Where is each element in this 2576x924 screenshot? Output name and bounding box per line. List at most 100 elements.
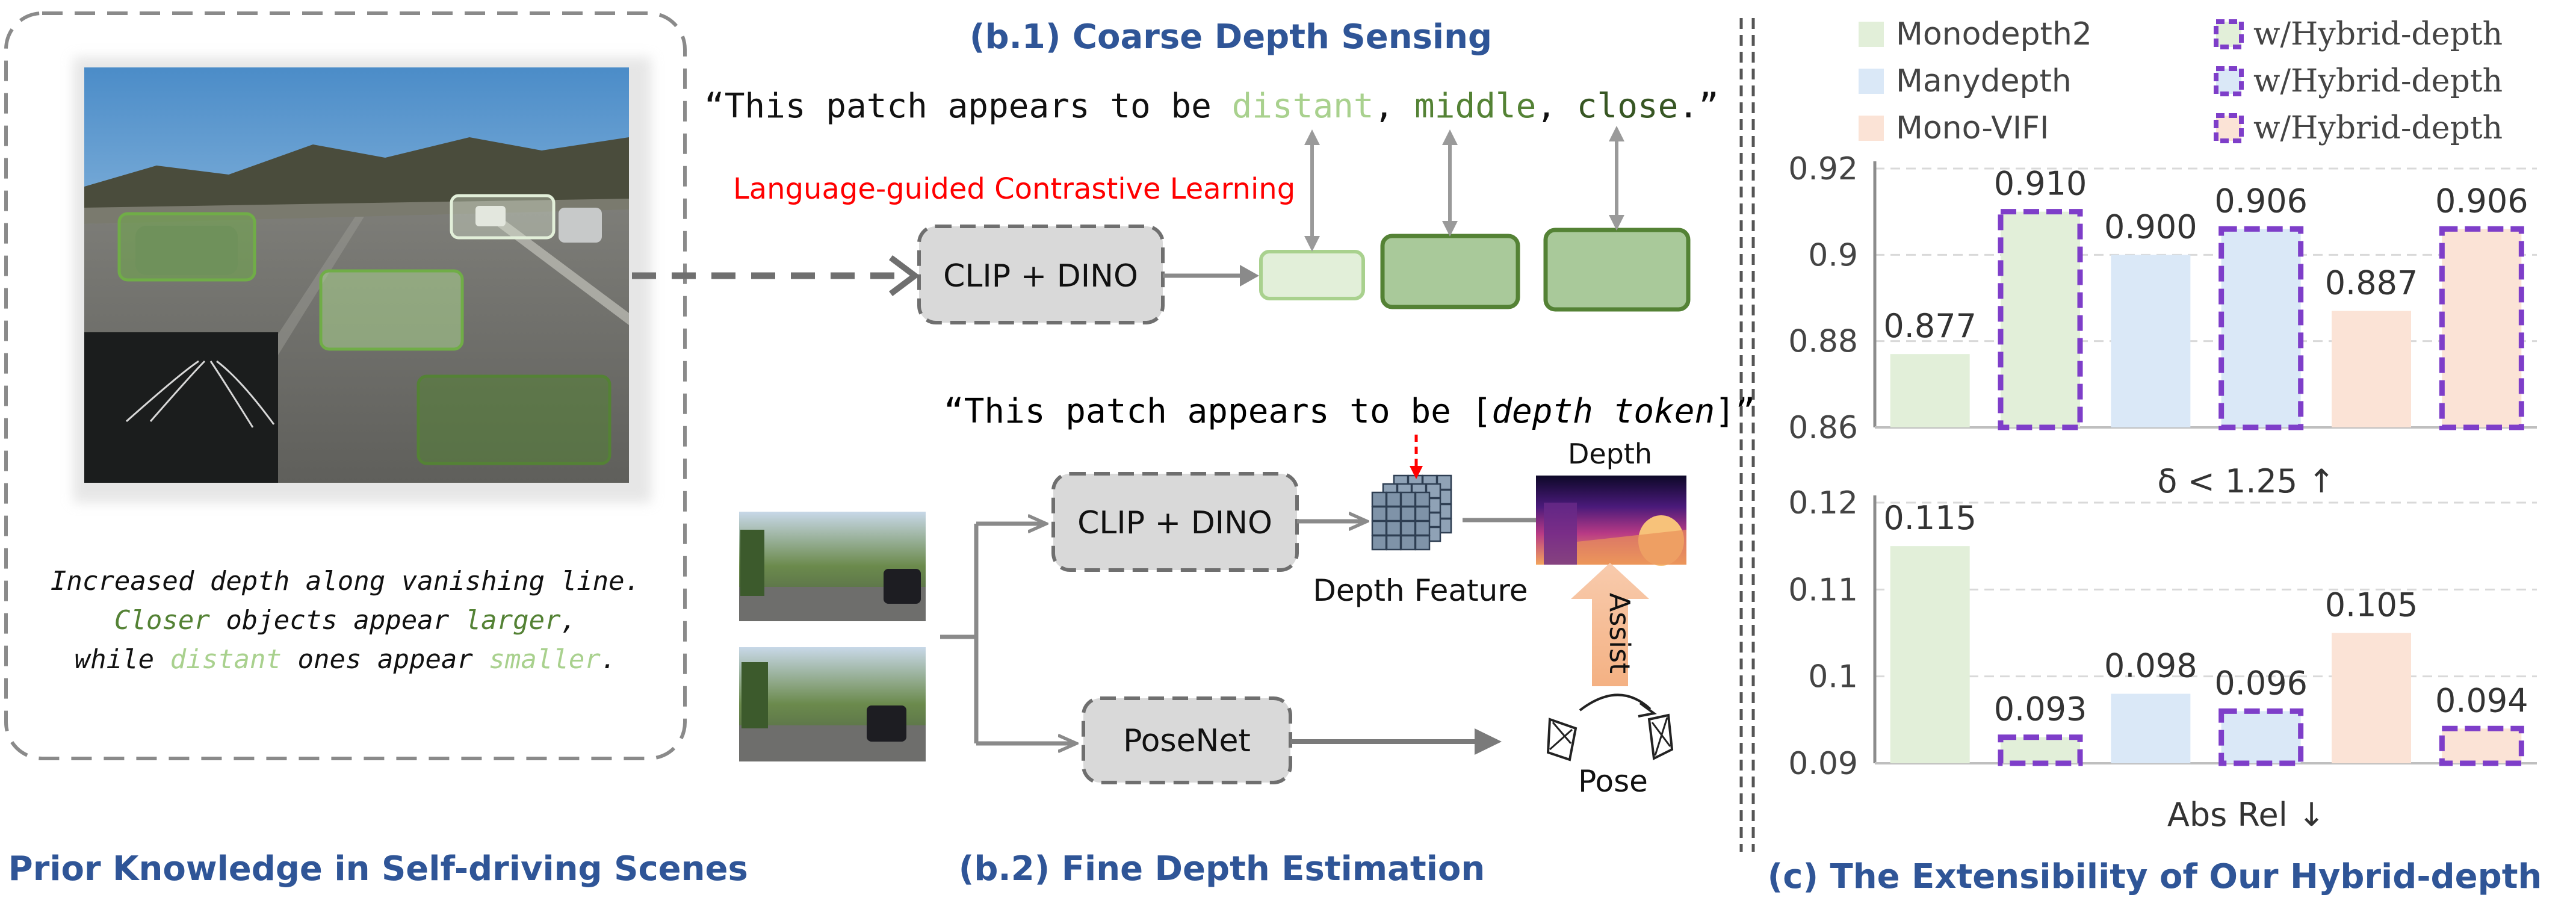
bar-value-label: 0.115	[1883, 499, 1977, 537]
feature-cell	[1400, 535, 1416, 551]
assist-arrow	[1571, 563, 1649, 686]
prior-line3-seg-2: ones appear	[282, 644, 489, 675]
bar-monodepth2-w-hybrid-depth	[1998, 734, 2083, 766]
token-close	[1543, 228, 1691, 312]
bar-value-label: 0.093	[1994, 690, 2087, 728]
legend-label-3: w/Hybrid-depth	[2253, 16, 2503, 52]
bar-value-label: 0.906	[2214, 182, 2308, 220]
legend-swatch-2	[1859, 116, 1884, 141]
coarse-quote-seg-2: ,	[1374, 87, 1414, 126]
bar-value-label: 0.910	[1994, 165, 2087, 203]
y-tick-label: 0.1	[1808, 659, 1858, 695]
legend-label-5: w/Hybrid-depth	[2253, 110, 2503, 146]
prior-text-line2: Closer objects appear larger,	[114, 605, 577, 636]
prior-line2-seg-2: larger	[465, 605, 561, 636]
depth-label: Depth	[1568, 438, 1652, 470]
feature-cell	[1371, 535, 1387, 551]
coarse-quote: “This patch appears to be distant, middl…	[704, 87, 1719, 126]
y-tick-label: 0.92	[1788, 151, 1858, 187]
legend-swatch-4	[2214, 66, 2244, 96]
fine-quote-suffix: ]”	[1715, 392, 1755, 431]
caption-b2: (b.2) Fine Depth Estimation	[959, 849, 1485, 888]
posenet-label: PoseNet	[1123, 723, 1251, 759]
prior-text-line1: Increased depth along vanishing line.	[51, 566, 640, 597]
prior-line2-seg-1: objects appear	[210, 605, 465, 636]
bar-manydepth	[2111, 255, 2191, 427]
bar-value-label: 0.887	[2325, 264, 2418, 302]
patch-middle	[319, 269, 464, 351]
contrastive-label: Language-guided Contrastive Learning	[733, 172, 1295, 206]
y-tick-label: 0.86	[1788, 410, 1858, 446]
depth-feature-cubes	[1371, 474, 1452, 551]
arrow-clip-to-patches-head	[1240, 265, 1259, 287]
bar-manydepth-w-hybrid-depth	[2218, 226, 2304, 430]
feature-cell	[1414, 520, 1431, 536]
patch-middle-car	[117, 212, 256, 282]
feature-cell	[1371, 491, 1387, 507]
fine-encoder-label: CLIP + DINO	[1077, 505, 1272, 541]
legend-swatch-0	[1859, 22, 1884, 47]
bar-value-label: 0.096	[2214, 664, 2308, 702]
patch-close	[416, 374, 611, 465]
caption-b1: (b.1) Coarse Depth Sensing	[970, 17, 1492, 57]
coarse-quote-seg-4: ,	[1536, 87, 1576, 126]
chart-absrel-xlabel: Abs Rel ↓	[2167, 796, 2325, 834]
bar-value-label: 0.094	[2435, 681, 2528, 719]
coarse-quote-seg-5: close	[1577, 87, 1679, 126]
coarse-encoder-label: CLIP + DINO	[943, 258, 1138, 294]
lidar-inset	[84, 332, 278, 483]
feature-cell	[1371, 506, 1387, 522]
feature-cell	[1400, 506, 1416, 522]
feature-cell	[1386, 491, 1402, 507]
feature-cell	[1400, 491, 1416, 507]
depth-map-image	[1536, 476, 1686, 566]
bar-monodepth2-w-hybrid-depth	[1998, 209, 2083, 430]
bar-mono-vifi	[2332, 633, 2411, 763]
prior-panel-border	[4, 11, 687, 760]
bar-value-label: 0.877	[1883, 307, 1977, 345]
bar-value-label: 0.098	[2104, 647, 2197, 685]
coarse-quote-seg-1: distant	[1232, 87, 1374, 126]
fine-quote: “This patch appears to be [depth token]”	[944, 392, 1756, 431]
y-tick-label: 0.88	[1788, 324, 1858, 360]
legend-label-0: Monodepth2	[1896, 16, 2092, 52]
coarse-quote-seg-0: “This patch appears to be	[704, 87, 1232, 126]
legend-swatch-3	[2214, 19, 2244, 49]
pose-label: Pose	[1578, 764, 1648, 799]
legend-label-1: Manydepth	[1896, 63, 2072, 99]
prior-line2-seg-0: Closer	[114, 605, 210, 636]
prior-line3-seg-3: smaller	[489, 644, 601, 675]
bar-manydepth-w-hybrid-depth	[2218, 708, 2304, 766]
fine-quote-prefix: “This patch appears to be [	[944, 392, 1491, 431]
bar-monodepth2	[1890, 354, 1970, 427]
patch-distant	[450, 194, 556, 240]
feature-cell	[1414, 506, 1431, 522]
input-frame-2	[739, 647, 926, 761]
legend-label-4: w/Hybrid-depth	[2253, 63, 2503, 99]
bar-monodepth2	[1890, 546, 1970, 763]
feature-cell	[1414, 535, 1431, 551]
prior-line3-seg-1: distant	[170, 644, 282, 675]
feature-cell	[1400, 520, 1416, 536]
chart-delta: 0.920.90.880.860.8770.9100.9000.9060.887…	[1788, 151, 2537, 446]
prior-line3-seg-0: while	[75, 644, 170, 675]
bar-mono-vifi-w-hybrid-depth	[2439, 226, 2524, 430]
legend-label-2: Mono-VIFI	[1896, 110, 2049, 146]
token-distant	[1259, 250, 1365, 300]
arrow-posenet-to-pose-head	[1475, 728, 1502, 755]
fine-quote-token: depth token	[1491, 392, 1715, 431]
feature-cell	[1371, 520, 1387, 536]
caption-c: (c) The Extensibility of Our Hybrid-dept…	[1768, 857, 2542, 896]
coarse-quote-seg-6: .”	[1678, 87, 1718, 126]
dashed-arrowhead	[889, 255, 920, 296]
bar-value-label: 0.105	[2325, 586, 2418, 624]
input-frame-1	[739, 512, 926, 621]
feature-cell	[1386, 506, 1402, 522]
prior-text-line3: while distant ones appear smaller.	[75, 644, 617, 675]
camera-pose-icon	[1546, 693, 1674, 761]
chart-delta-xlabel: δ < 1.25 ↑	[2157, 462, 2335, 500]
y-tick-label: 0.09	[1788, 746, 1858, 782]
